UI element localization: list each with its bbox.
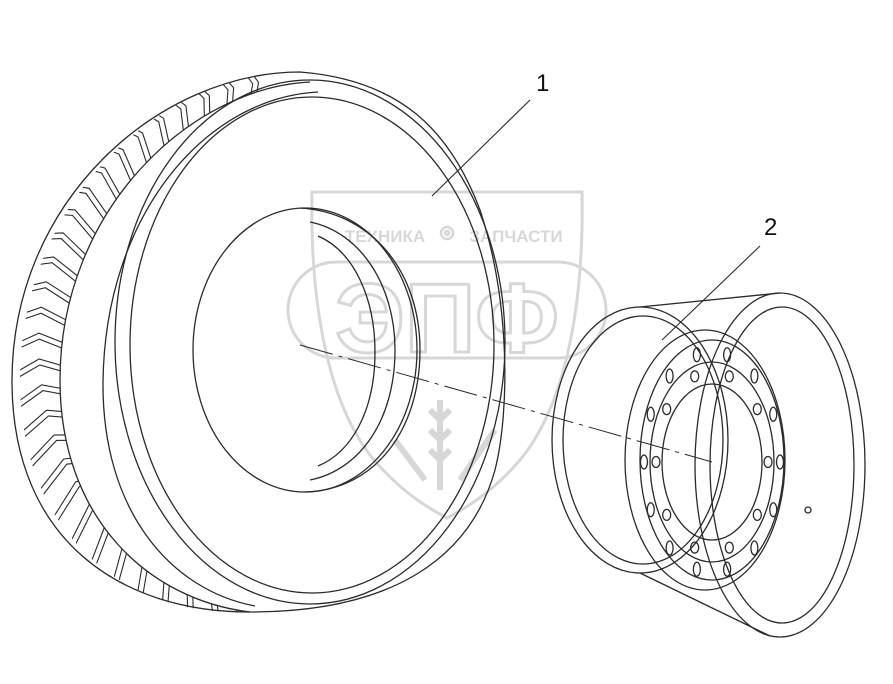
tread-chevron <box>92 509 151 574</box>
bolt-hole <box>724 370 734 383</box>
vent-slot <box>722 561 732 577</box>
vent-slot <box>750 368 759 384</box>
tread-chevron <box>110 520 163 589</box>
bolt-hole <box>651 455 661 469</box>
vent-slot <box>639 454 649 470</box>
vent-slot <box>646 502 655 518</box>
rim-barrel-bottom <box>639 572 771 637</box>
tread-chevron <box>229 72 260 126</box>
tread-chevron <box>115 523 168 593</box>
gear-icon <box>439 225 455 241</box>
tread-chevron <box>146 76 192 150</box>
vent-slot <box>646 406 655 422</box>
tread-chevron <box>223 72 254 128</box>
bolt-hole <box>763 455 773 469</box>
tire-hole-rim <box>299 207 421 493</box>
vent-slot <box>750 540 759 556</box>
tread-chevron <box>20 409 91 443</box>
rim-disc-outer <box>624 329 786 591</box>
vent-slot <box>769 502 778 518</box>
tread-chevron <box>186 553 219 612</box>
tread-chevron <box>20 332 80 354</box>
watermark-text-right: ЗАПЧАСТИ <box>469 227 562 246</box>
watermark-text-left: ТЕХНИКА <box>345 227 425 246</box>
tread-chevron <box>121 92 174 162</box>
tread-chevron <box>165 546 205 612</box>
callout-rim: 2 <box>764 214 778 241</box>
assembly-axis <box>299 344 713 463</box>
rim-disc-hub <box>661 383 763 541</box>
tread-chevron <box>134 533 181 607</box>
watermark <box>286 190 608 520</box>
tread-chevron <box>20 384 85 414</box>
leader-line-tire <box>431 99 531 197</box>
bolt-hole <box>690 370 700 383</box>
vent-slot <box>665 368 674 384</box>
tire-sidewall-outer <box>114 79 506 605</box>
tread-chevron <box>77 132 142 190</box>
bolt-hole <box>662 402 672 416</box>
tire-tread-pattern <box>20 72 287 612</box>
tread-chevron <box>71 494 136 552</box>
bolt-hole <box>662 508 672 522</box>
tread-chevron <box>173 72 211 140</box>
rim-front-flange-2 <box>562 315 724 565</box>
tread-chevron <box>20 415 93 449</box>
rim-back-flange <box>694 292 866 638</box>
tire-hole-inner-bead-2 <box>317 235 376 467</box>
watermark-logo: ЭПФ <box>335 263 559 373</box>
tread-chevron <box>20 338 81 360</box>
bolt-hole <box>752 508 762 522</box>
tread-chevron <box>88 505 147 569</box>
tread-chevron <box>20 312 81 334</box>
watermark-logo-frame <box>286 260 608 360</box>
tread-chevron <box>160 544 199 612</box>
callout-tire: 1 <box>536 70 550 97</box>
tread-chevron <box>24 211 102 250</box>
bolt-hole <box>752 402 762 416</box>
rim-barrel-top <box>639 292 781 308</box>
tread-chevron <box>167 72 206 143</box>
tread-chevron <box>20 390 87 420</box>
rim-bolt-holes <box>651 370 773 554</box>
bolt-hole <box>690 541 700 554</box>
tire-tread-boundary <box>59 81 311 613</box>
vent-slot <box>722 347 732 363</box>
tread-chevron <box>20 281 84 307</box>
tread-chevron <box>192 555 224 612</box>
tread-chevron <box>20 306 81 328</box>
rim-vent-holes <box>639 347 785 577</box>
tread-chevron <box>195 72 229 134</box>
tire-tread-boundary-2 <box>102 91 319 607</box>
vent-slot <box>665 540 674 556</box>
vent-slot <box>769 406 778 422</box>
bolt-hole <box>724 541 734 554</box>
vent-slot <box>692 347 702 363</box>
tread-chevron <box>234 565 260 612</box>
wheat-icon <box>392 400 498 490</box>
rim-disc-bolt-ring <box>649 361 775 563</box>
tread-chevron <box>209 560 239 612</box>
rim <box>551 292 866 638</box>
vent-slot <box>775 454 785 470</box>
rim-back-flange-inner <box>709 306 855 624</box>
tread-chevron <box>20 238 94 270</box>
rim-valve-hole <box>804 506 812 514</box>
tire <box>11 71 506 613</box>
tire-sidewall-inner <box>129 96 495 594</box>
tread-chevron <box>141 79 187 153</box>
vent-slot <box>692 561 702 577</box>
tire-outer-silhouette <box>11 71 506 613</box>
tire-hole-inner-bead <box>309 221 396 481</box>
leader-line-rim <box>661 245 761 341</box>
